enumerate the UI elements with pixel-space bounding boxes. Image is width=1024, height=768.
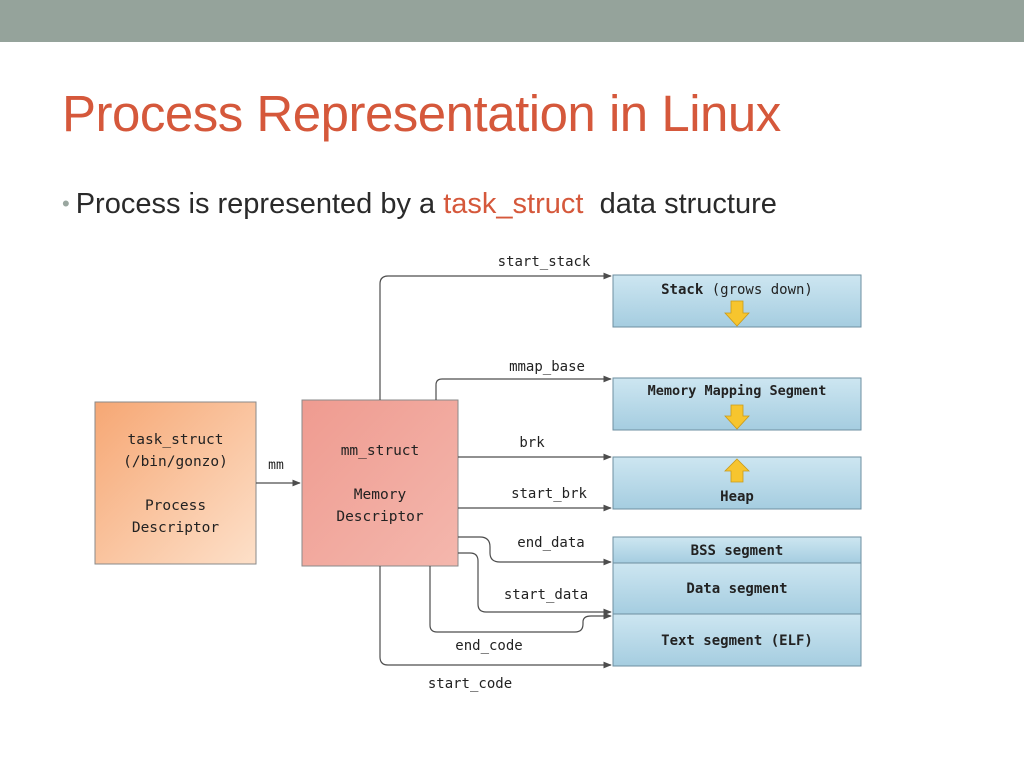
arrow-up-icon bbox=[724, 458, 750, 483]
bullet-prefix: Process is represented by a bbox=[75, 188, 436, 220]
top-bar bbox=[0, 0, 1024, 42]
bullet-highlight: task_struct bbox=[443, 188, 584, 220]
start-stack-label: start_stack bbox=[498, 254, 591, 270]
text-segment-label: Text segment (ELF) bbox=[661, 633, 813, 649]
task-struct-line: (/bin/gonzo) bbox=[123, 454, 228, 470]
start-code-pointer bbox=[379, 566, 612, 669]
arrow-down-icon bbox=[724, 300, 750, 327]
start-code-label: start_code bbox=[428, 676, 512, 692]
heap-segment: Heap bbox=[612, 456, 862, 510]
mm-struct-box: mm_struct Memory Descriptor bbox=[301, 399, 459, 567]
arrow-down-icon bbox=[724, 404, 750, 430]
mm-edge-label: mm bbox=[268, 458, 284, 473]
task-struct-line: Process bbox=[145, 498, 206, 514]
end-data-pointer bbox=[458, 536, 612, 566]
task-struct-line: Descriptor bbox=[132, 520, 220, 536]
mm-struct-line: Memory bbox=[354, 487, 407, 503]
slide-title: Process Representation in Linux bbox=[62, 85, 781, 142]
mm-struct-line: Descriptor bbox=[336, 509, 424, 525]
start-brk-label: start_brk bbox=[511, 486, 587, 502]
heap-label: Heap bbox=[720, 489, 754, 505]
end-code-pointer bbox=[429, 566, 612, 633]
task-struct-line: task_struct bbox=[127, 432, 223, 448]
mm-struct-line: mm_struct bbox=[341, 443, 420, 459]
end-code-label: end_code bbox=[455, 638, 522, 654]
task-struct-box: task_struct (/bin/gonzo) Process Descrip… bbox=[94, 401, 257, 565]
bullet-suffix: data structure bbox=[599, 188, 777, 220]
mmap-label: Memory Mapping Segment bbox=[648, 383, 827, 399]
text-segment: Text segment (ELF) bbox=[612, 613, 862, 667]
mmap-base-label: mmap_base bbox=[509, 359, 585, 375]
end-data-label: end_data bbox=[517, 535, 584, 551]
bullet-dot-icon: • bbox=[62, 191, 70, 216]
bss-label: BSS segment bbox=[691, 543, 784, 559]
brk-label: brk bbox=[519, 435, 545, 451]
stack-segment: Stack (grows down) bbox=[612, 274, 862, 328]
start-data-pointer bbox=[458, 552, 612, 616]
start-stack-pointer bbox=[379, 272, 612, 400]
mmap-segment: Memory Mapping Segment bbox=[612, 377, 862, 431]
data-segment-label: Data segment bbox=[686, 581, 787, 597]
bss-segment: BSS segment bbox=[612, 536, 862, 564]
start-data-label: start_data bbox=[504, 587, 588, 603]
stack-label-normal: (grows down) bbox=[712, 282, 813, 298]
svg-text:Stack (grows down): Stack (grows down) bbox=[661, 282, 813, 298]
bullet-point: •Process is represented by a task_struct… bbox=[62, 188, 777, 221]
mmap-base-pointer bbox=[435, 375, 612, 400]
stack-label-bold: Stack bbox=[661, 282, 704, 298]
data-segment: Data segment bbox=[612, 562, 862, 615]
